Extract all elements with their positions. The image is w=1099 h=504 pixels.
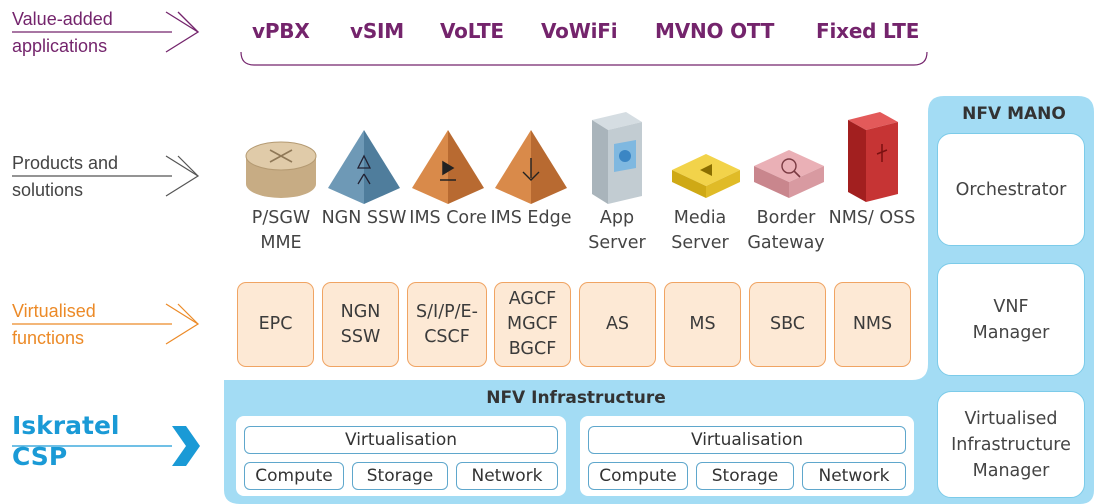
apps-bracket xyxy=(240,51,928,66)
function-label: NMS xyxy=(852,314,893,334)
function-box-ms: MS xyxy=(664,282,741,367)
function-label: S/I/P/E- CSCF xyxy=(416,301,478,347)
app-server-icon xyxy=(592,112,642,204)
function-box-cscf: S/I/P/E- CSCF xyxy=(407,282,487,367)
border-gateway-icon xyxy=(754,150,824,198)
product-label: Media Server xyxy=(671,208,729,253)
product-label: Border Gateway xyxy=(747,208,825,253)
app-vowifi: VoWiFi xyxy=(541,19,618,43)
infrastructure-title: NFV Infrastructure xyxy=(486,388,666,408)
virtualisation-label: Virtualisation xyxy=(344,430,458,450)
iskratel-label: Iskratel CSP xyxy=(12,411,120,471)
function-label: NGN SSW xyxy=(340,301,381,347)
chevron-virtualised-icon xyxy=(12,303,200,345)
function-label: SBC xyxy=(769,314,806,334)
chevron-products-icon xyxy=(12,155,200,197)
app-volte: VoLTE xyxy=(440,19,504,43)
label-value-added: Value-added applications xyxy=(12,9,113,56)
mano-item-label: Orchestrator xyxy=(955,179,1067,200)
product-label: NGN SSW xyxy=(321,208,407,228)
app-mvno-ott: MVNO OTT xyxy=(655,19,775,43)
mano-item-label: Virtualised Infrastructure Manager xyxy=(951,408,1071,481)
function-box-agcf: AGCF MGCF BGCF xyxy=(494,282,571,367)
ims-edge-icon xyxy=(495,130,567,204)
mano-vnf-manager: VNF Manager xyxy=(937,263,1085,376)
function-box-ngn-ssw: NGN SSW xyxy=(322,282,399,367)
product-label: IMS Core xyxy=(409,208,487,228)
storage-box: Storage xyxy=(352,462,448,490)
compute-label: Compute xyxy=(599,466,677,486)
function-box-nms: NMS xyxy=(834,282,911,367)
function-label: EPC xyxy=(258,314,293,334)
function-box-sbc: SBC xyxy=(749,282,826,367)
network-label: Network xyxy=(818,466,890,486)
function-box-as: AS xyxy=(579,282,656,367)
label-products: Products and solutions xyxy=(12,153,119,200)
product-label: IMS Edge xyxy=(490,208,572,228)
network-box: Network xyxy=(802,462,906,490)
nms-server-icon xyxy=(848,112,898,202)
mano-vim: Virtualised Infrastructure Manager xyxy=(937,391,1085,498)
mano-item-label: VNF Manager xyxy=(972,296,1050,343)
mano-title: NFV MANO xyxy=(962,104,1066,124)
chevron-iskratel-icon xyxy=(12,426,200,466)
compute-label: Compute xyxy=(255,466,333,486)
infrastructure-panel: Virtualisation Compute Storage Network xyxy=(580,416,914,496)
product-label: NMS/ OSS xyxy=(828,208,916,228)
storage-label: Storage xyxy=(366,466,434,486)
virtualisation-bar: Virtualisation xyxy=(244,426,558,454)
function-label: AS xyxy=(605,314,630,334)
ngn-switch-icon xyxy=(328,130,400,204)
storage-label: Storage xyxy=(711,466,779,486)
mano-orchestrator: Orchestrator xyxy=(937,133,1085,246)
app-fixed-lte: Fixed LTE xyxy=(816,19,920,43)
app-vsim: vSIM xyxy=(350,19,404,43)
app-vpbx: vPBX xyxy=(252,19,310,43)
media-server-icon xyxy=(672,154,740,198)
compute-box: Compute xyxy=(244,462,344,490)
function-label: MS xyxy=(689,314,716,334)
compute-box: Compute xyxy=(588,462,688,490)
network-box: Network xyxy=(456,462,558,490)
product-label: P/SGW MME xyxy=(251,208,311,253)
function-box-epc: EPC xyxy=(237,282,314,367)
ims-core-icon xyxy=(412,130,484,204)
router-icon xyxy=(245,141,317,198)
product-label: App Server xyxy=(588,208,646,253)
label-virtualised: Virtualised functions xyxy=(12,301,96,348)
storage-box: Storage xyxy=(696,462,794,490)
function-label: AGCF MGCF BGCF xyxy=(507,289,558,359)
infrastructure-panel: Virtualisation Compute Storage Network xyxy=(236,416,566,496)
network-label: Network xyxy=(471,466,543,486)
virtualisation-label: Virtualisation xyxy=(690,430,804,450)
virtualisation-bar: Virtualisation xyxy=(588,426,906,454)
chevron-value-added-icon xyxy=(12,11,200,53)
